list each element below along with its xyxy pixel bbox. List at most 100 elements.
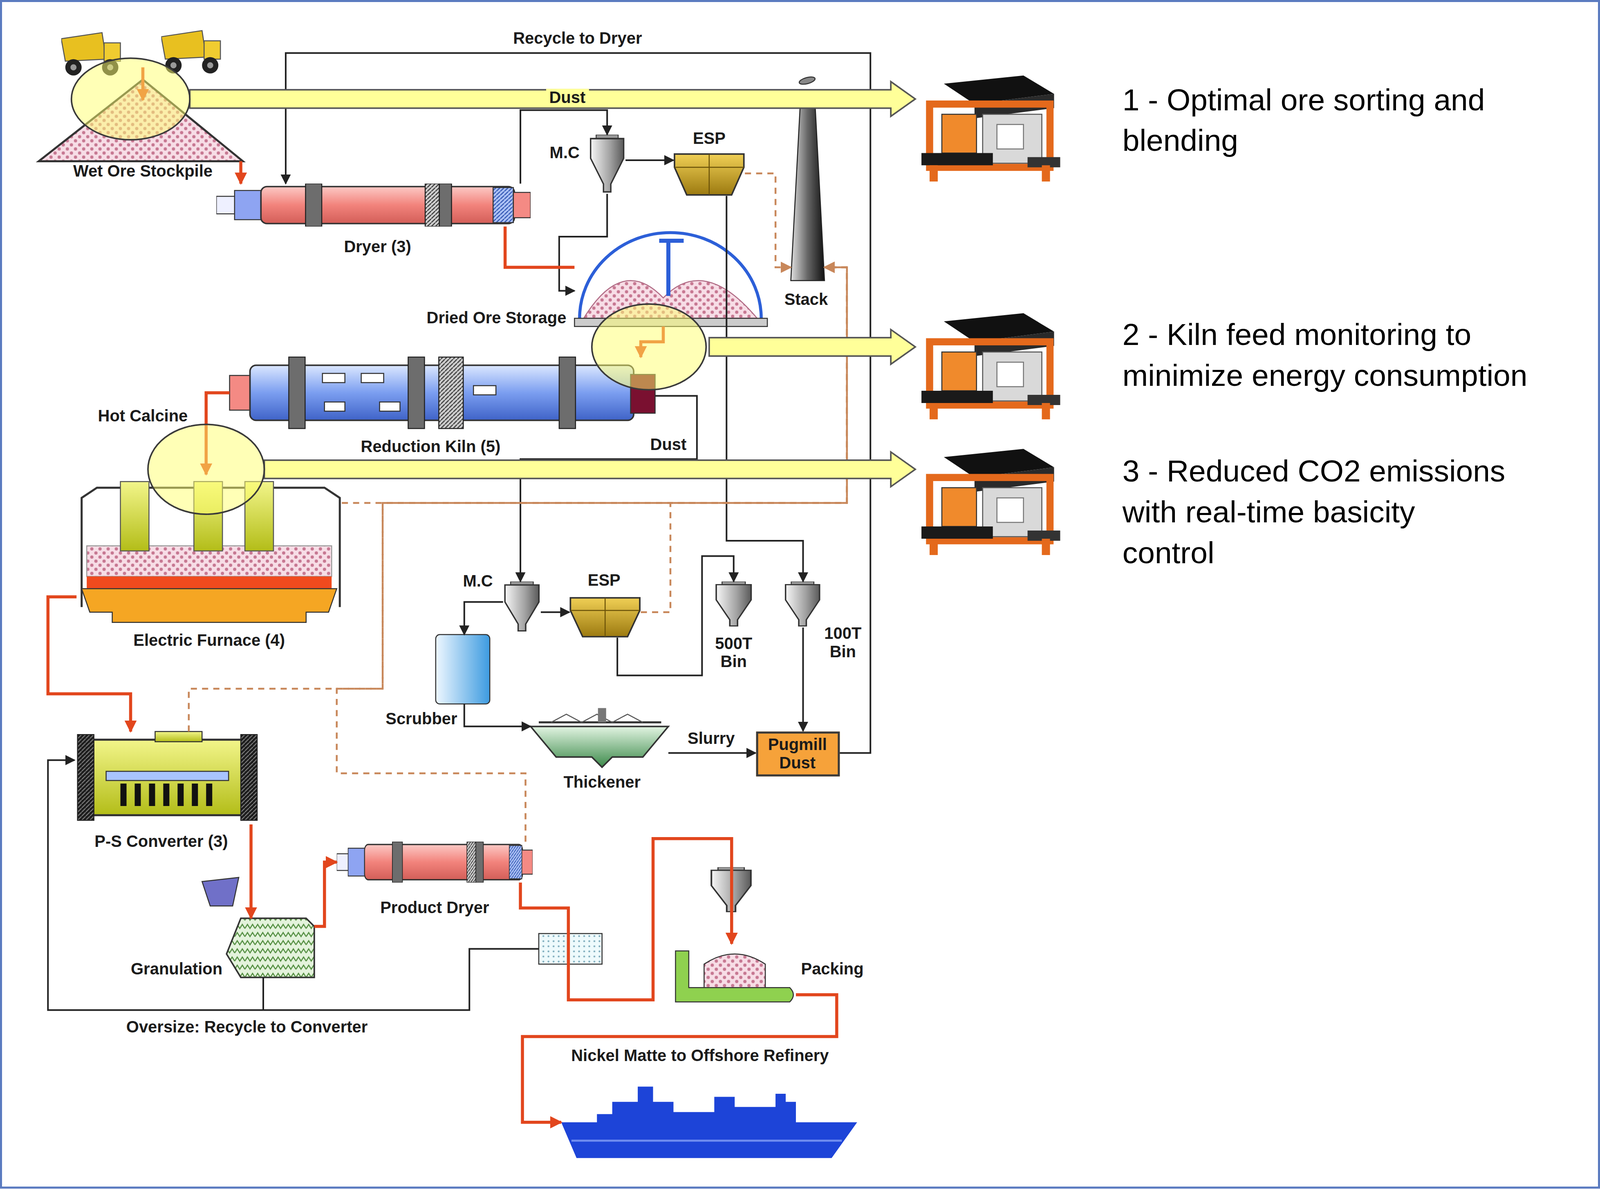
highlight-circle	[147, 424, 265, 515]
converter-drawing-part	[177, 783, 184, 807]
highlight-circle	[591, 304, 707, 390]
equipment-label: M.C	[462, 572, 493, 591]
kiln-drawing-part	[379, 401, 401, 411]
converter-drawing	[77, 731, 258, 821]
kiln-drawing	[229, 357, 656, 429]
storage-dome-drawing-part	[659, 240, 684, 296]
equipment-node: Dryer (3)	[216, 183, 531, 227]
kiln-drawing-part	[229, 375, 253, 411]
callout-text: 3 - Reduced CO2 emissions with real-time…	[1122, 450, 1511, 574]
equipment-label: Wet Ore Stockpile	[73, 162, 213, 181]
kiln-drawing-part	[322, 373, 346, 383]
thickener-drawing-part	[530, 726, 669, 768]
flow-connector	[285, 53, 871, 753]
sorter-icons-part	[921, 313, 1060, 420]
equipment-label: ESP	[692, 129, 726, 148]
sorter-icons-part	[921, 75, 1060, 182]
packing-drawing	[675, 950, 794, 1002]
furnace-drawing-part	[120, 481, 150, 552]
equipment-node: Reduction Kiln (5)	[229, 357, 656, 429]
flow-connector	[617, 555, 734, 676]
flow-connector	[520, 396, 697, 582]
flow-connector	[668, 752, 756, 754]
kiln-drawing-part	[559, 357, 576, 429]
flow-label: Recycle to Dryer	[510, 29, 646, 48]
equipment-node: Electric Furnace (4)	[76, 474, 342, 625]
converter-drawing-part	[120, 783, 127, 807]
sorter-icons	[921, 75, 1060, 556]
ship-drawing	[561, 1086, 858, 1159]
flow-connector	[802, 627, 804, 731]
equipment-node: ESP	[673, 152, 745, 196]
equipment-label: ESP	[587, 571, 621, 590]
flow-connector	[249, 824, 253, 919]
callout-item: 3 - Reduced CO2 emissions with real-time…	[921, 444, 1517, 582]
callout-text: 2 - Kiln feed monitoring to minimize ene…	[1122, 314, 1562, 397]
kiln-drawing-part	[361, 373, 384, 383]
flow-connector	[744, 173, 791, 268]
flow-connector	[520, 838, 732, 1000]
equipment-label: Dryer (3)	[343, 237, 411, 257]
equipment-node: 500T Bin	[714, 581, 753, 628]
esp-drawing	[674, 154, 744, 195]
flow-connector	[726, 195, 803, 582]
equipment-label: Dried Ore Storage	[426, 309, 567, 328]
equipment-label: Electric Furnace (4)	[133, 631, 285, 650]
equipment-label: Thickener	[563, 773, 641, 792]
packing-drawing-part	[703, 954, 766, 990]
flow-connector	[625, 159, 674, 162]
flow-connector	[239, 161, 243, 184]
furnace-drawing-part	[81, 588, 337, 623]
converter-drawing-part	[191, 783, 198, 807]
stack-drawing-part	[798, 75, 816, 86]
callout-text: 1 - Optimal ore sorting and blending	[1122, 79, 1562, 162]
equipment-label: M.C	[549, 143, 580, 163]
equipment-node: Wet Ore Stockpile	[38, 77, 243, 162]
process-box: Pugmill Dust	[755, 731, 840, 777]
thickener-drawing-part	[551, 714, 644, 723]
converter-drawing-part	[154, 731, 202, 742]
equipment-label: Stack	[784, 290, 829, 310]
flow-label: Slurry	[684, 729, 738, 749]
flow-connector	[520, 110, 608, 184]
equipment-node: Packing	[673, 943, 796, 1002]
equipment-label: Packing	[800, 960, 864, 979]
callout-item: 1 - Optimal ore sorting and blending	[921, 71, 1568, 184]
equipment-node: P-S Converter (3)	[76, 731, 258, 825]
equipment-label: Scrubber	[385, 710, 458, 729]
flow-connector	[314, 862, 337, 927]
oversize-recycle-line	[47, 760, 539, 1011]
oversize-recycle-line-part	[47, 760, 539, 1011]
equipment-node: Granulation	[226, 918, 315, 978]
bin-drawing	[716, 581, 751, 627]
kiln-drawing-part	[407, 357, 425, 429]
converter-drawing-part	[134, 783, 141, 807]
flow-connector	[464, 703, 531, 727]
equipment-node: Nickel Matte to Offshore Refinery	[561, 1086, 858, 1159]
ladle-drawing	[201, 877, 239, 907]
flow-connector	[522, 994, 837, 1123]
storage-dome-drawing-part	[579, 232, 762, 319]
flow-label: Dust	[647, 435, 690, 455]
stack-drawing-part	[791, 89, 825, 281]
equipment-node: Product Dryer	[336, 841, 533, 883]
equipment-label: Nickel Matte to Offshore Refinery	[571, 1046, 829, 1066]
equipment-node: Dried Ore Storage	[574, 232, 768, 327]
highlight-circle	[71, 58, 191, 140]
equipment-label: Reduction Kiln (5)	[360, 437, 501, 457]
converter-drawing-part	[91, 739, 243, 816]
equipment-label: 500T Bin	[710, 634, 758, 672]
cyclone-drawing	[504, 581, 539, 632]
product-dryer-drawing	[336, 841, 533, 883]
sorter-icons-part	[921, 448, 1060, 556]
equipment-label: 100T Bin	[819, 624, 867, 662]
cyclone-drawing	[590, 134, 624, 192]
converter-drawing-part	[240, 734, 258, 821]
thickener-drawing	[530, 708, 669, 768]
converter-drawing-part	[106, 771, 229, 781]
equipment-node: 100T Bin	[783, 581, 822, 628]
flow-connector	[505, 226, 575, 268]
